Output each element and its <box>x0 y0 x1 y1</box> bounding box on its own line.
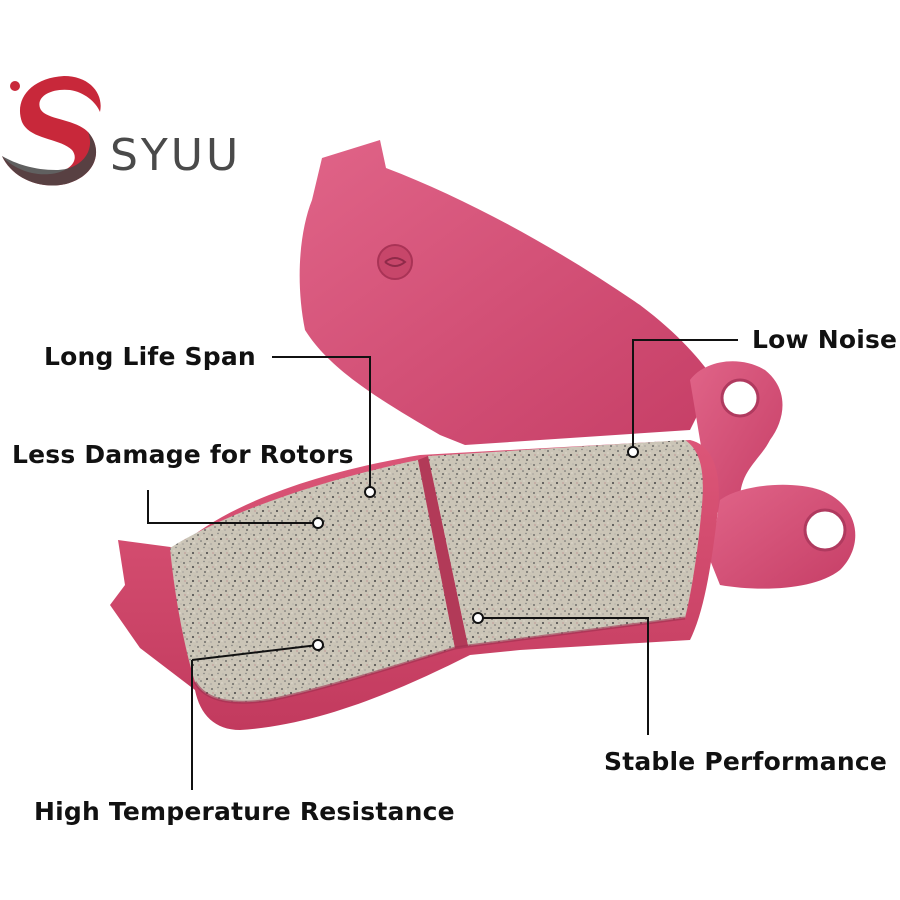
marker-low-noise <box>627 446 639 458</box>
callout-lines <box>147 339 738 790</box>
front-brake-pad <box>110 440 719 730</box>
feature-high-temperature-resistance: High Temperature Resistance <box>34 797 455 826</box>
marker-less-damage <box>312 517 324 529</box>
brand-logo-icon <box>2 76 101 186</box>
feature-less-damage-for-rotors: Less Damage for Rotors <box>12 440 354 469</box>
brand-name: SYUU <box>110 130 242 181</box>
feature-stable-performance: Stable Performance <box>604 747 888 776</box>
rear-brake-pad <box>299 140 856 589</box>
marker-stable-performance <box>472 612 484 624</box>
marker-long-life-span <box>364 486 376 498</box>
feature-long-life-span: Long Life Span <box>44 342 256 371</box>
callout-markers <box>312 446 639 651</box>
marker-high-temperature <box>312 639 324 651</box>
feature-low-noise: Low Noise <box>752 325 898 354</box>
